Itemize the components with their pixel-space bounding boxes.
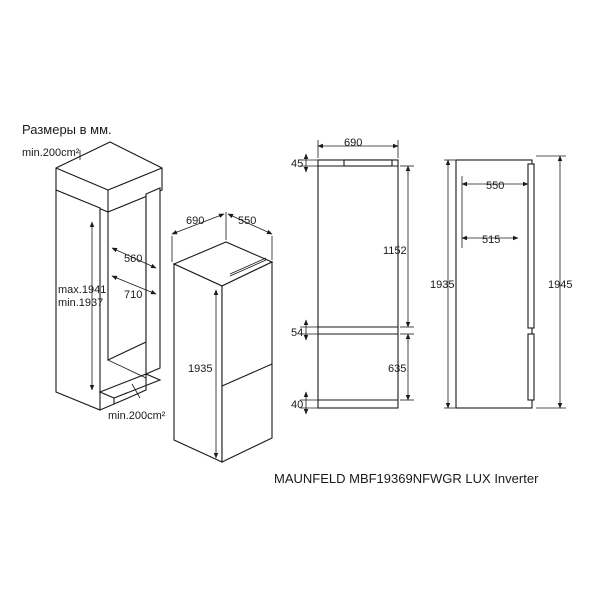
niche-vent-bottom-label: min.200cm²	[108, 410, 166, 422]
side-height-label: 1935	[430, 279, 454, 291]
niche-height-min-label: min.1937	[58, 297, 103, 309]
model-caption: MAUNFELD MBF19369NFWGR LUX Inverter	[274, 471, 539, 486]
niche-drawing	[55, 141, 163, 411]
niche-height-max-label: max.1941	[58, 284, 106, 296]
front-top-gap-label: 45	[291, 158, 303, 170]
niche-depth-label: 710	[124, 289, 142, 301]
side-depth-total-label: 550	[486, 180, 504, 192]
side-height-total-label: 1945	[548, 279, 572, 291]
front-middle-gap-label: 54	[291, 327, 303, 339]
front-lower-door-label: 635	[388, 363, 406, 375]
niche-vent-top-label: min.200cm²	[22, 147, 80, 159]
dimensions-title: Размеры в мм.	[22, 122, 112, 137]
side-depth-body-label: 515	[482, 234, 500, 246]
appliance-isometric	[171, 212, 274, 463]
iso-width-label: 690	[186, 215, 204, 227]
front-upper-door-label: 1152	[383, 245, 407, 257]
appliance-front-view	[300, 140, 414, 415]
iso-depth-label: 550	[238, 215, 256, 227]
front-bottom-gap-label: 40	[291, 399, 303, 411]
iso-height-label: 1935	[188, 363, 212, 375]
appliance-side-view	[444, 155, 566, 409]
front-width-label: 690	[344, 137, 362, 149]
niche-width-label: 560	[124, 253, 142, 265]
